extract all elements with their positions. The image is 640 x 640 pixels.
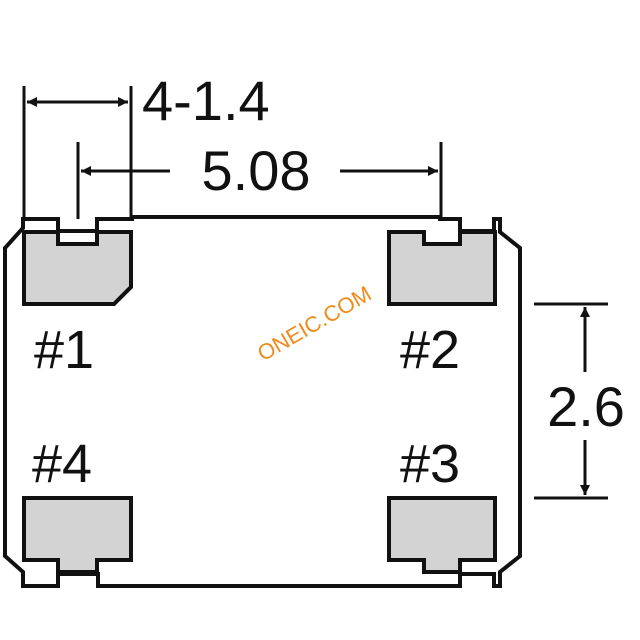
package-outline [3, 215, 522, 588]
pad-4 [22, 496, 133, 574]
pad-2 [387, 230, 497, 306]
pad-3 [387, 496, 497, 574]
pin-label-4: #4 [32, 434, 92, 494]
pin-label-2: #2 [400, 320, 460, 380]
pad-1 [22, 230, 133, 306]
pin-label-1: #1 [34, 320, 94, 380]
watermark-text: ONEIC.COM [253, 281, 376, 366]
dimension-pad-width: 4-1.4 [142, 69, 270, 132]
dimension-pad-pitch: 5.08 [202, 139, 311, 202]
pin-label-3: #3 [400, 434, 460, 494]
dimension-row-pitch: 2.6 [547, 375, 625, 438]
